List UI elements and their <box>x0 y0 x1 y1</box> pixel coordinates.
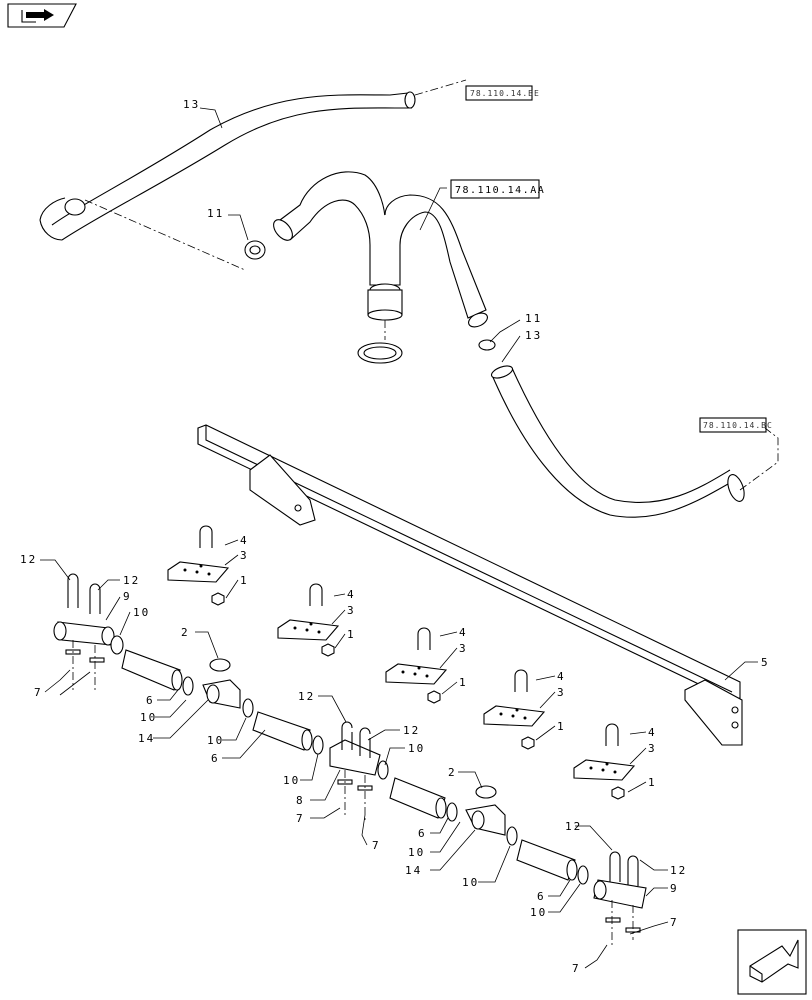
callout-7-d: 7 <box>670 916 679 929</box>
callout-14-a: 14 <box>138 732 155 745</box>
reference-box-top[interactable]: 78.110.14.BE <box>465 85 540 101</box>
svg-text:78.110.14.AA: 78.110.14.AA <box>455 185 545 196</box>
callout-10-c: 10 <box>207 734 224 747</box>
support-rail <box>197 424 743 746</box>
callout-7-b: 7 <box>296 812 305 825</box>
callout-10-b: 10 <box>140 711 157 724</box>
callout-12-c: 12 <box>298 690 315 703</box>
nozzle-assembly-right <box>593 851 647 945</box>
callout-7-a: 7 <box>34 686 43 699</box>
nozzle-assembly-left <box>53 573 115 690</box>
callout-6-d: 6 <box>537 890 546 903</box>
callout-12-a: 12 <box>20 553 37 566</box>
callout-7-e: 7 <box>572 962 581 975</box>
callout-4-d: 4 <box>557 670 566 683</box>
callout-7-c: 7 <box>372 839 381 852</box>
callout-10-f: 10 <box>408 846 425 859</box>
callout-10-e: 10 <box>283 774 300 787</box>
callout-3-a: 3 <box>240 549 249 562</box>
callout-1-e: 1 <box>648 776 657 789</box>
callout-10-g: 10 <box>462 876 479 889</box>
callout-labels: 13 11 11 13 5 12 12 9 10 7 2 6 10 14 10 … <box>20 98 770 975</box>
hose-top <box>39 91 416 241</box>
hose-right <box>490 365 745 518</box>
callout-3-d: 3 <box>557 686 566 699</box>
svg-text:78.110.14.BE: 78.110.14.BE <box>470 89 540 98</box>
callout-5: 5 <box>761 656 770 669</box>
clamp-y-bottom <box>357 342 403 364</box>
reference-box-right[interactable]: 78.110.14.BC <box>699 417 773 433</box>
bracket-set-5 <box>573 723 636 800</box>
bracket-set-2 <box>277 583 340 657</box>
y-hose <box>273 171 488 328</box>
callout-12-f: 12 <box>670 864 687 877</box>
callout-6-c: 6 <box>418 827 427 840</box>
callout-4-c: 4 <box>459 626 468 639</box>
callout-3-c: 3 <box>459 642 468 655</box>
leader-lines <box>40 107 758 969</box>
callout-2-a: 2 <box>181 626 190 639</box>
callout-3-e: 3 <box>648 742 657 755</box>
bracket-set-4 <box>483 669 546 750</box>
callout-3-b: 3 <box>347 604 356 617</box>
clamp-11-top <box>244 240 266 260</box>
callout-11-top: 11 <box>207 207 224 220</box>
callout-2-b: 2 <box>448 766 457 779</box>
callout-9-a: 9 <box>123 590 132 603</box>
callout-13-mid: 13 <box>525 329 542 342</box>
callout-11-mid: 11 <box>525 312 542 325</box>
callout-1-c: 1 <box>459 676 468 689</box>
callout-4-b: 4 <box>347 588 356 601</box>
callout-10-h: 10 <box>530 906 547 919</box>
callout-12-b: 12 <box>123 574 140 587</box>
callout-1-a: 1 <box>240 574 249 587</box>
bracket-set-3 <box>385 627 448 704</box>
callout-6-a: 6 <box>146 694 155 707</box>
callout-10-a: 10 <box>133 606 150 619</box>
svg-text:78.110.14.BC: 78.110.14.BC <box>703 421 773 430</box>
forward-arrow-icon[interactable] <box>737 929 807 995</box>
book-arrow-icon[interactable] <box>7 3 77 28</box>
callout-4-e: 4 <box>648 726 657 739</box>
callout-14-b: 14 <box>405 864 422 877</box>
pipe-assembly <box>110 635 589 885</box>
callout-10-d: 10 <box>408 742 425 755</box>
reference-box-mid[interactable]: 78.110.14.AA <box>450 179 545 199</box>
callout-6-b: 6 <box>211 752 220 765</box>
callout-4-a: 4 <box>240 534 249 547</box>
callout-1-d: 1 <box>557 720 566 733</box>
callout-1-b: 1 <box>347 628 356 641</box>
callout-12-d: 12 <box>403 724 420 737</box>
bracket-set-1 <box>167 525 230 606</box>
callout-9-b: 9 <box>670 882 679 895</box>
callout-12-e: 12 <box>565 820 582 833</box>
callout-13-top: 13 <box>183 98 200 111</box>
clamp-11-mid <box>478 339 496 351</box>
callout-8: 8 <box>296 794 305 807</box>
